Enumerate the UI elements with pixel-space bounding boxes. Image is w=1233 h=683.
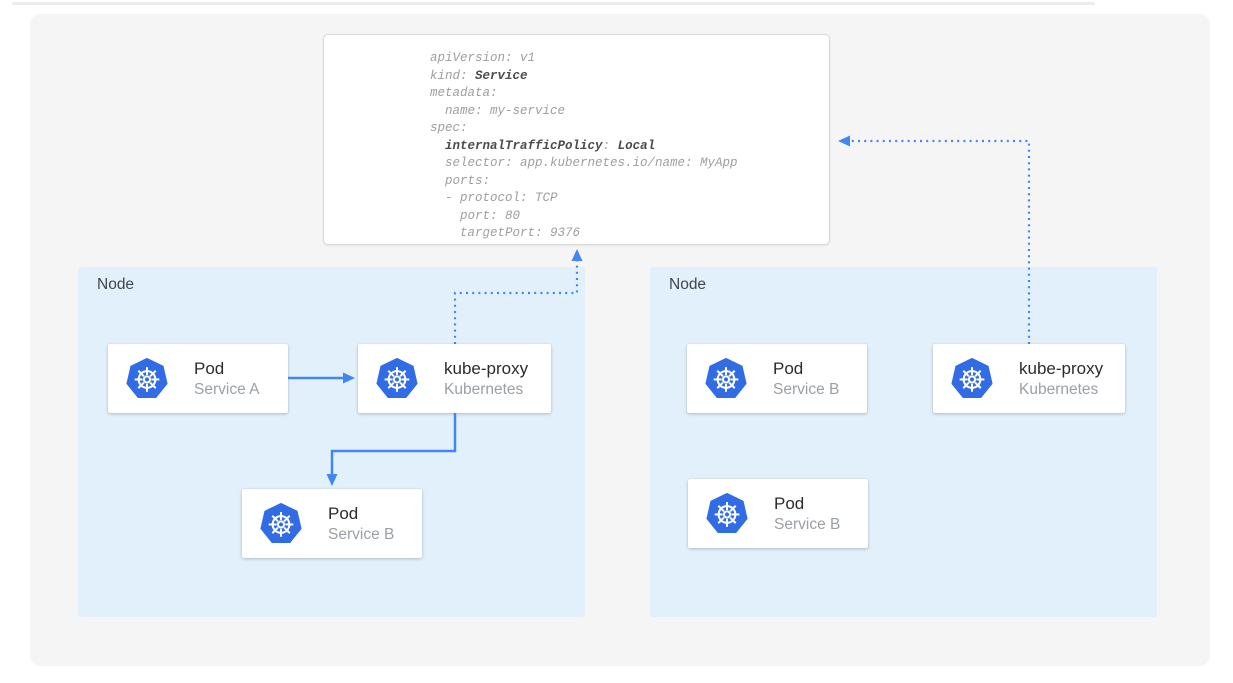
- code-segment: name: my-service: [430, 103, 566, 118]
- yaml-line-targetport: targetPort: 9376: [430, 225, 829, 243]
- code-segment: [430, 139, 445, 153]
- node-box-left: Node: [78, 267, 585, 617]
- kubernetes-logo-icon: [259, 502, 303, 546]
- yaml-line-apiversion: apiVersion: v1: [430, 50, 829, 68]
- kubernetes-logo-icon: [375, 357, 419, 401]
- kube-proxy-card-right: kube-proxy Kubernetes: [933, 344, 1125, 413]
- code-segment: kind:: [430, 68, 476, 83]
- top-divider-line: [12, 2, 1095, 5]
- kubernetes-logo-icon: [125, 357, 169, 401]
- yaml-line-name: name: my-service: [430, 103, 829, 121]
- kubernetes-logo-icon: [705, 492, 749, 536]
- card-subtitle: Kubernetes: [1019, 380, 1099, 398]
- code-segment: port: 80: [430, 208, 521, 223]
- code-segment: metadata:: [430, 86, 498, 100]
- card-title: kube-proxy: [1019, 358, 1104, 378]
- yaml-line-selector: selector: app.kubernetes.io/name: MyApp: [430, 155, 829, 173]
- yaml-line-kind: kind: Service: [430, 68, 829, 86]
- code-segment: Local: [617, 138, 656, 153]
- code-segment: Service: [475, 68, 528, 83]
- card-title: kube-proxy: [444, 358, 529, 378]
- yaml-line-port: port: 80: [430, 208, 829, 226]
- card-title: Pod: [328, 503, 359, 523]
- kubernetes-logo-icon: [950, 357, 994, 401]
- yaml-line-metadata: metadata:: [430, 85, 829, 103]
- code-segment: apiVersion: v1: [430, 51, 536, 65]
- kubernetes-logo-icon: [704, 357, 748, 401]
- code-segment: selector: app.kubernetes.io/name: MyApp: [430, 156, 738, 170]
- code-segment: - protocol: TCP: [430, 191, 558, 205]
- yaml-line-internaltrafficpolicy: internalTrafficPolicy: Local: [430, 138, 829, 156]
- card-subtitle: Service B: [774, 515, 841, 533]
- card-title: Pod: [194, 358, 225, 378]
- service-yaml-card: apiVersion: v1 kind: Service metadata: n…: [323, 34, 830, 245]
- code-segment: :: [602, 138, 618, 153]
- pod-card-service-b-right-bottom: Pod Service B: [688, 479, 868, 548]
- node-label: Node: [669, 276, 707, 293]
- pod-card-service-a: Pod Service A: [108, 344, 288, 413]
- node-label: Node: [97, 276, 135, 293]
- card-subtitle: Service B: [328, 525, 395, 543]
- card-subtitle: Service A: [194, 380, 260, 398]
- code-segment: spec:: [430, 121, 468, 135]
- code-segment: ports:: [430, 173, 491, 188]
- card-title: Pod: [774, 493, 805, 513]
- yaml-line-spec: spec:: [430, 120, 829, 138]
- kube-proxy-card-left: kube-proxy Kubernetes: [358, 344, 551, 413]
- code-segment: targetPort: 9376: [430, 226, 581, 240]
- code-segment: internalTrafficPolicy: [445, 138, 603, 153]
- yaml-line-protocol: - protocol: TCP: [430, 190, 829, 208]
- card-title: Pod: [773, 358, 804, 378]
- node-box-right: Node: [650, 267, 1157, 617]
- pod-card-service-b-right-top: Pod Service B: [687, 344, 867, 413]
- pod-card-service-b-left: Pod Service B: [242, 489, 422, 558]
- card-subtitle: Service B: [773, 380, 840, 398]
- card-subtitle: Kubernetes: [444, 380, 524, 398]
- yaml-line-ports: ports:: [430, 173, 829, 191]
